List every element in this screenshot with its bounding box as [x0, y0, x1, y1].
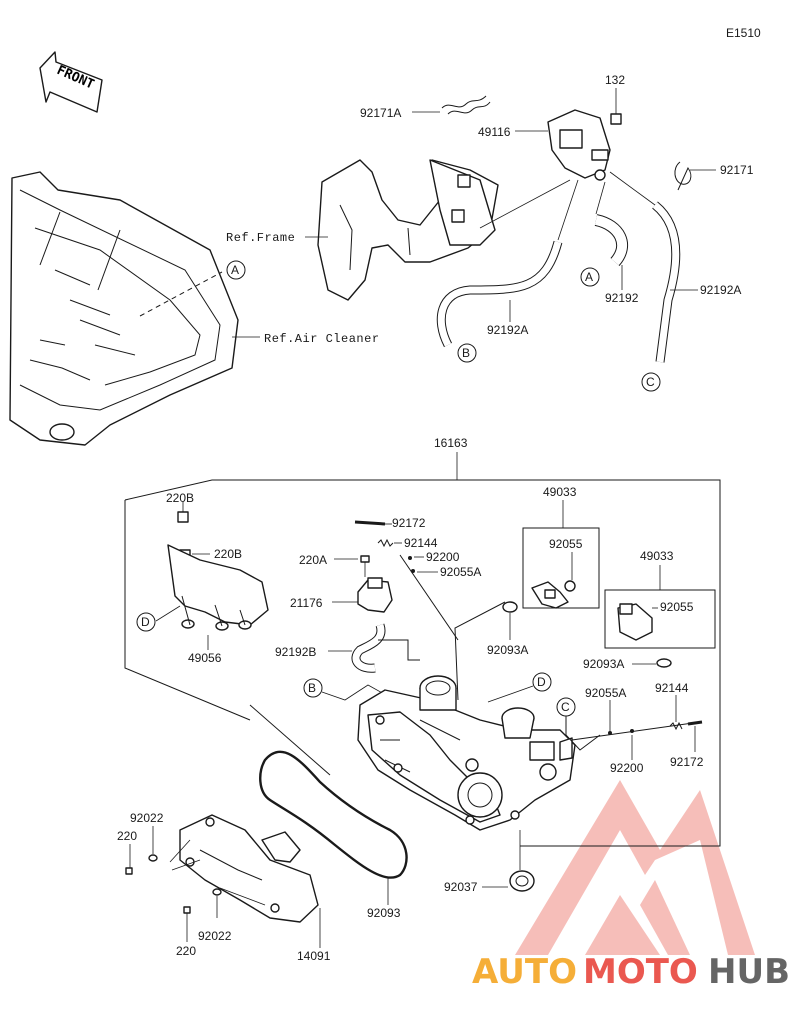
callout-c-top: [641, 372, 661, 392]
clip-92171A: [412, 95, 491, 115]
label-92172-right: 92172: [670, 755, 704, 769]
air-cleaner-housing: [9, 171, 260, 446]
label-92055-b: 92055: [660, 600, 694, 614]
label-92055A-top: 92055A: [440, 565, 481, 579]
spring-92144-top: [377, 538, 402, 548]
callout-d-right: [532, 672, 552, 692]
washer-92022-b: [212, 888, 222, 918]
sensor-21176: [332, 577, 393, 613]
screw-set-right: [571, 695, 703, 760]
washer-92022-a: [148, 826, 158, 862]
label-21176: 21176: [290, 596, 323, 610]
label-92055A-right: 92055A: [585, 686, 626, 700]
callout-c-top-label: C: [646, 375, 655, 389]
label-92200-top: 92200: [426, 550, 460, 564]
injector-box-b: [604, 589, 716, 649]
injector-box-a: [522, 527, 600, 609]
hose-92192A-left: [436, 179, 579, 348]
injector-49033-a: [531, 580, 576, 609]
cover-14091: [169, 814, 321, 948]
bolt-220A: [334, 555, 370, 577]
label-92192B: 92192B: [275, 645, 316, 659]
label-92037: 92037: [444, 880, 478, 894]
solenoid-valve-49116: [479, 109, 611, 229]
frame-bracket: [305, 159, 499, 301]
label-92171: 92171: [720, 163, 754, 177]
label-220B-b: 220B: [214, 547, 242, 561]
ring-92055A-top: [399, 554, 459, 641]
watermark-hub: HUB: [708, 952, 790, 992]
watermark-text: AUTO MOTO HUB: [472, 952, 790, 992]
callout-a-right: [580, 267, 600, 287]
label-92200-right: 92200: [610, 761, 644, 775]
label-92171A: 92171A: [360, 106, 401, 120]
label-92172-top: 92172: [392, 516, 426, 530]
label-92055-a: 92055: [549, 537, 583, 551]
washer-92093A-a: [454, 601, 518, 701]
clamp-92037: [482, 830, 535, 892]
assembly-boundary: [124, 479, 721, 847]
label-49056: 49056: [188, 651, 222, 665]
bolt-220B-a: [177, 502, 189, 523]
throttle-body: [357, 675, 576, 831]
bolt-220-a: [125, 844, 133, 875]
ref-air-cleaner: Ref.Air Cleaner: [264, 332, 380, 346]
label-49033-b: 49033: [640, 549, 674, 563]
bolt-132: [610, 88, 622, 125]
injector-49033-b: [617, 603, 658, 641]
label-92192: 92192: [605, 291, 639, 305]
callout-d-right-label: D: [537, 675, 546, 689]
label-220A: 220A: [299, 553, 327, 567]
callout-a-air: [226, 260, 246, 280]
label-220-b: 220: [176, 944, 196, 958]
callout-d-left: [136, 612, 156, 632]
label-14091: 14091: [297, 949, 331, 963]
callout-a-air-label: A: [231, 263, 239, 277]
watermark-moto: MOTO: [583, 952, 698, 992]
callout-d-left-label: D: [141, 615, 150, 629]
ref-frame: Ref.Frame: [226, 231, 295, 245]
washer-92093A-b: [632, 658, 672, 668]
callout-b-mid-label: B: [308, 681, 316, 695]
label-49033-a: 49033: [543, 485, 577, 499]
hose-92192: [594, 181, 629, 290]
label-92022-a: 92022: [130, 811, 164, 825]
label-92022-b: 92022: [198, 929, 232, 943]
label-92192A-left: 92192A: [487, 323, 528, 337]
callout-c-mid-label: C: [561, 700, 570, 714]
callout-b-top-label: B: [462, 346, 470, 360]
callout-a-right-label: A: [585, 270, 593, 284]
label-92144-right: 92144: [655, 681, 689, 695]
callout-b-mid: [303, 678, 323, 698]
o-ring-92200-top: [408, 556, 424, 560]
label-92192A-right: 92192A: [700, 283, 741, 297]
diagram-code: E1510: [726, 26, 761, 40]
watermark-logo: [515, 780, 755, 955]
bracket-49056: [155, 544, 269, 650]
screw-92172-top: [354, 520, 392, 526]
callout-b-top: [457, 343, 477, 363]
clip-92171: [674, 161, 716, 191]
label-92093A-b: 92093A: [583, 657, 624, 671]
label-16163: 16163: [434, 436, 468, 450]
label-92093: 92093: [367, 906, 401, 920]
hose-92192B: [328, 623, 420, 673]
label-49116: 49116: [478, 125, 511, 139]
label-220-a: 220: [117, 829, 137, 843]
label-92093A-a: 92093A: [487, 643, 528, 657]
bolt-220-b: [183, 906, 191, 942]
label-220B-a: 220B: [166, 491, 194, 505]
label-132: 132: [605, 73, 625, 87]
front-arrow-icon: FRONT: [39, 51, 103, 113]
hose-92192A-right: [609, 171, 698, 363]
watermark-auto: AUTO: [472, 952, 577, 992]
gasket-92093: [259, 750, 408, 905]
label-92144-top: 92144: [404, 536, 438, 550]
